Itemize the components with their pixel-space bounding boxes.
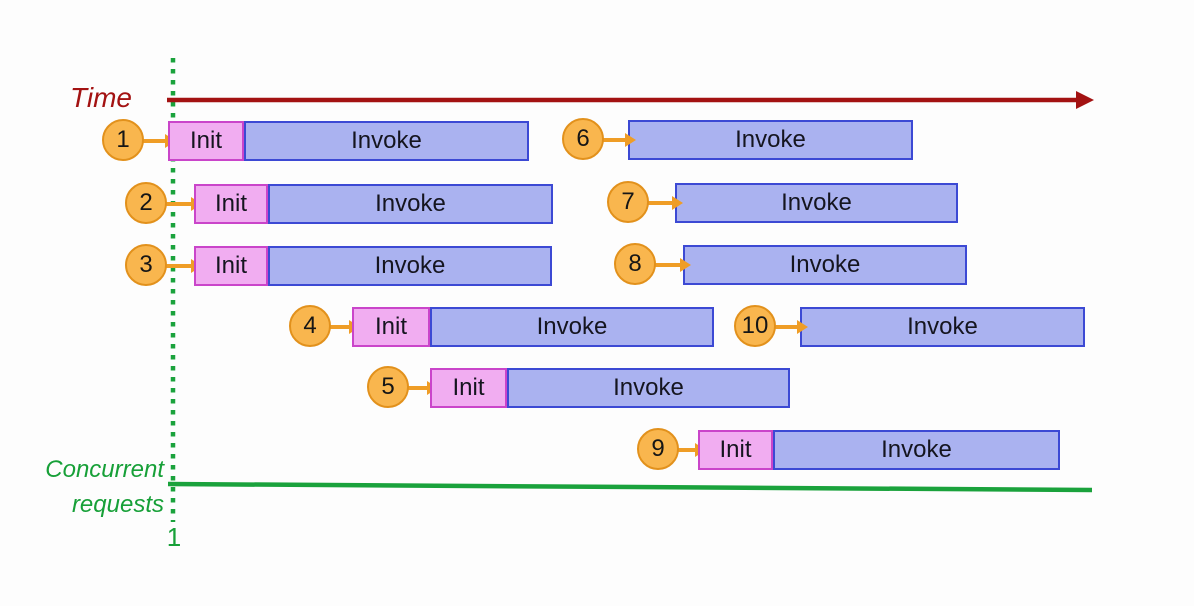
- init-phase-box: Init: [352, 307, 430, 347]
- concurrent-label-line2: requests: [71, 491, 164, 518]
- invoke-phase-box: Invoke: [683, 245, 967, 285]
- time-axis-arrowhead-icon: [1076, 91, 1094, 109]
- request-arrow-icon: [164, 259, 202, 273]
- request-arrow-icon: [406, 381, 438, 395]
- request-row: 10 Invoke: [0, 305, 1194, 347]
- request-arrow-icon: [773, 320, 808, 334]
- time-axis-label: Time: [70, 82, 132, 113]
- request-number-badge: 4: [289, 305, 331, 347]
- request-number-badge: 3: [125, 244, 167, 286]
- request-number-badge: 7: [607, 181, 649, 223]
- request-arrow-icon: [601, 133, 636, 147]
- concurrent-requests-axis-label: Concurrent requests: [2, 452, 164, 522]
- request-number-badge: 9: [637, 428, 679, 470]
- invoke-phase-box: Invoke: [268, 184, 553, 224]
- request-number-badge: 5: [367, 366, 409, 408]
- request-row: 6 Invoke: [0, 118, 1194, 160]
- init-phase-box: Init: [430, 368, 507, 408]
- request-arrow-icon: [328, 320, 360, 334]
- concurrent-label-line1: Concurrent: [45, 456, 164, 483]
- request-arrow-icon: [646, 196, 683, 210]
- invoke-phase-box: Invoke: [675, 183, 958, 223]
- request-arrow-icon: [653, 258, 691, 272]
- init-phase-box: Init: [194, 184, 268, 224]
- request-number-badge: 1: [102, 119, 144, 161]
- concurrent-requests-line: [167, 481, 1093, 493]
- init-phase-box: Init: [194, 246, 268, 286]
- request-number-badge: 8: [614, 243, 656, 285]
- request-number-badge: 2: [125, 182, 167, 224]
- request-arrow-icon: [141, 134, 176, 148]
- request-number-badge: 10: [734, 305, 776, 347]
- invoke-phase-box: Invoke: [430, 307, 714, 347]
- invoke-phase-box: Invoke: [268, 246, 552, 286]
- invoke-phase-box: Invoke: [244, 121, 529, 161]
- invoke-phase-box: Invoke: [800, 307, 1085, 347]
- request-number-badge: 6: [562, 118, 604, 160]
- concurrency-tick-label: 1: [166, 522, 182, 552]
- init-phase-box: Init: [698, 430, 773, 470]
- invoke-phase-box: Invoke: [628, 120, 913, 160]
- request-row: 8 Invoke: [0, 243, 1194, 285]
- request-row: 7 Invoke: [0, 181, 1194, 223]
- request-arrow-icon: [164, 197, 202, 211]
- init-phase-box: Init: [168, 121, 244, 161]
- invoke-phase-box: Invoke: [773, 430, 1060, 470]
- invoke-phase-box: Invoke: [507, 368, 790, 408]
